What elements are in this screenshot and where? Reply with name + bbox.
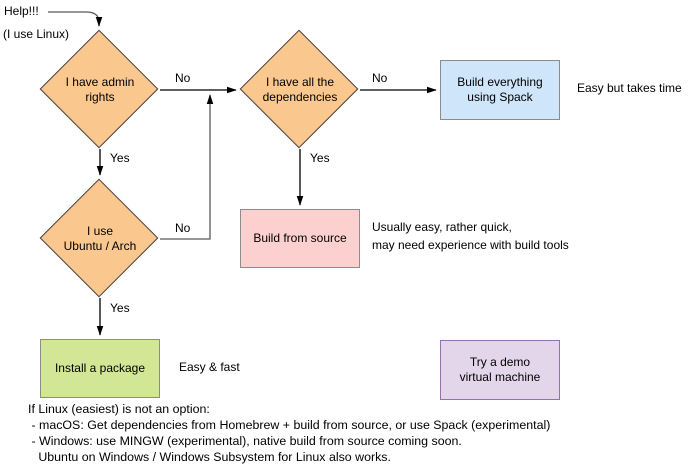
footer-line-1: If Linux (easiest) is not an option:	[28, 402, 210, 416]
node-build-source: Build from source	[240, 209, 360, 268]
decision-dependencies: I have all the dependencies	[239, 29, 360, 150]
node-build-source-label: Build from source	[253, 231, 347, 245]
node-install-package: Install a package	[40, 339, 160, 398]
edge-label-ubuntu-yes: Yes	[110, 301, 130, 315]
source-note-label: Usually easy, rather quick, may need exp…	[372, 220, 569, 252]
edge-label-admin-yes: Yes	[110, 151, 130, 165]
node-demo-vm-label: Try a demo virtual machine	[459, 355, 541, 384]
node-demo-vm: Try a demo virtual machine	[440, 340, 560, 400]
footer-note: If Linux (easiest) is not an option: - m…	[28, 401, 550, 465]
footer-line-2: - macOS: Get dependencies from Homebrew …	[28, 418, 551, 432]
spack-note-label: Easy but takes time	[577, 81, 682, 95]
node-build-spack: Build everything using Spack	[440, 60, 560, 120]
footer-line-3: - Windows: use MINGW (experimental), nat…	[28, 434, 462, 448]
node-install-package-label: Install a package	[54, 361, 146, 375]
help-arrow	[48, 11, 103, 27]
edge-label-deps-yes: Yes	[310, 151, 330, 165]
decision-ubuntu-arch-label: I use Ubuntu / Arch	[63, 224, 137, 253]
linux-note-label: (I use Linux)	[3, 27, 70, 41]
decision-ubuntu-arch: I use Ubuntu / Arch	[39, 178, 160, 299]
package-note-label: Easy & fast	[179, 360, 240, 374]
edge-label-admin-no: No	[175, 71, 191, 85]
node-build-spack-label: Build everything using Spack	[457, 75, 543, 104]
decision-dependencies-label: I have all the dependencies	[262, 75, 338, 104]
edge-label-ubuntu-no: No	[175, 221, 191, 235]
help-label: Help!!!	[4, 4, 39, 18]
footer-line-4: Ubuntu on Windows / Windows Subsystem fo…	[28, 450, 391, 464]
decision-admin-rights: I have admin rights	[39, 29, 160, 150]
edge-ubuntu-no-arrow	[160, 94, 214, 240]
edge-label-deps-no: No	[372, 71, 388, 85]
decision-admin-rights-label: I have admin rights	[65, 75, 135, 104]
